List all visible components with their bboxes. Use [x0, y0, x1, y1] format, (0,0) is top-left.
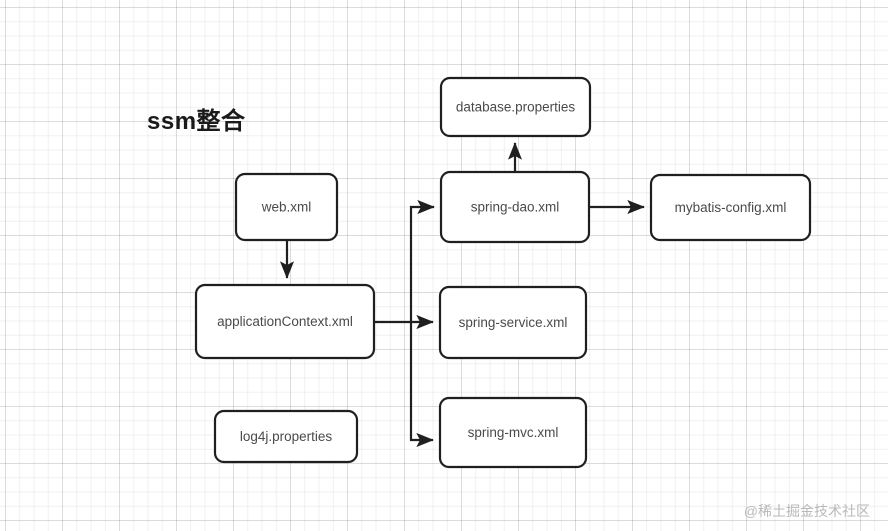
node-application-context-xml[interactable]: applicationContext.xml [194, 283, 376, 360]
node-box-mybatis-config-xml [649, 173, 812, 242]
node-layer: database.properties web.xml spring-dao.x… [194, 76, 812, 469]
edge-trunk-to-dao [409, 199, 435, 322]
node-label-spring-service-xml: spring-service.xml [459, 315, 568, 330]
node-box-web-xml [234, 172, 339, 242]
node-box-spring-service-xml [438, 285, 588, 360]
diagram-title: ssm整合 [147, 108, 246, 135]
node-label-log4j-properties: log4j.properties [240, 429, 333, 444]
edge-trunk-to-mvc [409, 322, 434, 448]
node-spring-dao-xml[interactable]: spring-dao.xml [439, 170, 591, 244]
node-spring-mvc-xml[interactable]: spring-mvc.xml [438, 396, 588, 469]
node-box-log4j-properties [213, 409, 359, 464]
node-label-database-properties: database.properties [456, 100, 576, 115]
watermark: @稀土掘金技术社区 [743, 503, 870, 519]
node-label-web-xml: web.xml [261, 200, 312, 215]
node-database-properties[interactable]: database.properties [439, 76, 592, 138]
node-box-application-context-xml [194, 283, 376, 360]
node-log4j-properties[interactable]: log4j.properties [213, 409, 359, 464]
node-spring-service-xml[interactable]: spring-service.xml [438, 285, 588, 360]
node-label-application-context-xml: applicationContext.xml [217, 314, 353, 329]
node-box-spring-dao-xml [439, 170, 591, 244]
node-label-spring-mvc-xml: spring-mvc.xml [468, 425, 559, 440]
edge-layer [279, 142, 645, 448]
node-box-spring-mvc-xml [438, 396, 588, 469]
node-label-mybatis-config-xml: mybatis-config.xml [675, 200, 787, 215]
node-web-xml[interactable]: web.xml [234, 172, 339, 242]
node-box-database-properties [439, 76, 592, 138]
node-mybatis-config-xml[interactable]: mybatis-config.xml [649, 173, 812, 242]
node-label-spring-dao-xml: spring-dao.xml [471, 200, 560, 215]
